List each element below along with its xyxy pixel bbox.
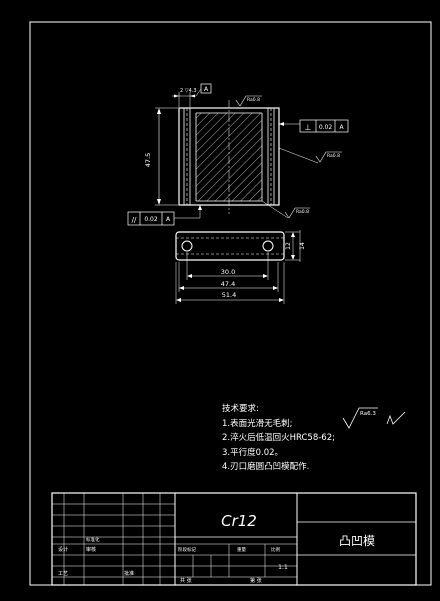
par-value: 0.02 xyxy=(144,216,158,223)
tech-req-item-3: 3.平行度0.02。 xyxy=(222,447,284,458)
dim-d3-label: 51.4 xyxy=(222,291,236,299)
datum-box-top xyxy=(200,83,212,94)
roughness-bottom: Ra0.8 xyxy=(296,209,309,215)
perp-datum: A xyxy=(339,124,344,131)
roughness-right: Ra0.8 xyxy=(327,153,340,159)
parallel-symbol: // xyxy=(132,216,137,224)
technical-requirements: 技术要求: 1.表面光滑无毛刺; 2.淬火后低温回火HRC58-62; 3.平行… xyxy=(222,402,335,475)
top-view: 12 14 30.0 47.4 51.4 xyxy=(175,230,306,304)
perpendicular-symbol: ⊥ xyxy=(305,123,312,132)
part-name-label: 凸凹模 xyxy=(339,534,375,548)
dim-height-label: 47.5 xyxy=(144,153,152,167)
par-datum: A xyxy=(166,216,171,223)
tech-req-item-1: 1.表面光滑无毛刺; xyxy=(222,418,293,429)
tech-req-title: 技术要求: xyxy=(222,404,259,414)
dim-d2-label: 47.4 xyxy=(221,280,235,288)
dim-d1-label: 30.0 xyxy=(221,268,235,276)
sheet-border xyxy=(29,21,432,586)
scale-label: 1:1 xyxy=(278,564,288,571)
rest-roughness-symbol xyxy=(386,411,406,425)
tb-label-design: 设计 xyxy=(58,546,68,553)
tb-label-sheet-no: 第 张 xyxy=(250,577,262,584)
general-roughness: Ra6.3 xyxy=(342,407,406,429)
perp-value: 0.02 xyxy=(319,124,333,131)
tb-label-scale: 比例 xyxy=(271,546,280,553)
top-outline xyxy=(175,231,285,261)
front-view: 47.5 2 ▽4.3 A Ra0.8 ⊥ 0.02 A Ra0.8 Ra0.8 xyxy=(127,83,349,226)
tb-label-process: 工艺 xyxy=(58,571,68,577)
hole-right xyxy=(262,240,274,252)
tb-label-weight: 重量 xyxy=(237,546,246,553)
hole-left xyxy=(181,240,193,252)
roughness-top: Ra0.8 xyxy=(247,97,260,103)
title-block xyxy=(51,492,417,586)
tb-label-approve: 批准 xyxy=(124,570,134,577)
dim-side-label: 12 xyxy=(285,242,292,250)
parallelism-frame xyxy=(127,211,175,226)
tb-label-standard: 标准化 xyxy=(86,536,100,543)
material-label: Cr12 xyxy=(221,512,257,530)
dim-side2-label: 14 xyxy=(299,242,306,250)
tb-label-review: 审核 xyxy=(86,546,96,553)
tech-req-item-2: 2.淬火后低温回火HRC58-62; xyxy=(222,433,335,444)
tb-label-stage: 阶段标记 xyxy=(178,546,196,553)
dim-top-small: 2 ▽4.3 xyxy=(180,88,197,94)
tb-label-total-sheets: 共 张 xyxy=(180,577,192,584)
roughness-note: Ra6.3 xyxy=(360,411,376,417)
datum-top-label: A xyxy=(204,86,209,93)
tech-req-item-4: 4.刃口磨圆凸凹模配作. xyxy=(222,462,310,473)
perpendicularity-frame xyxy=(299,119,349,133)
